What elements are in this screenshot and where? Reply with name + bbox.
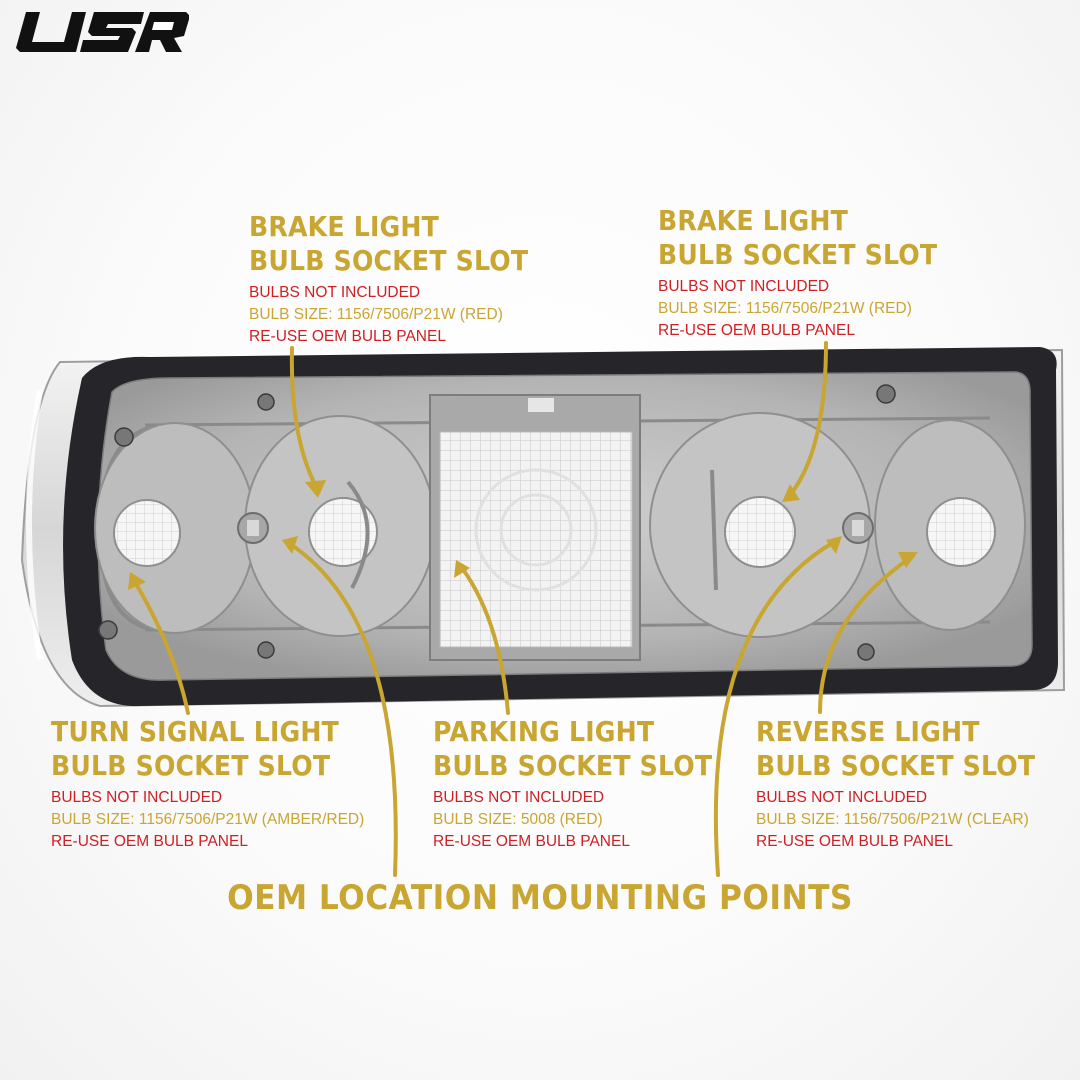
callout-bulb-size: BULB SIZE: 1156/7506/P21W (AMBER/RED) (51, 811, 365, 828)
arrow-brake-right (788, 341, 828, 497)
arrow-reverse (818, 556, 912, 714)
callout-title-line2: BULB SOCKET SLOT (756, 749, 1036, 782)
callout-bulb-size: BULB SIZE: 1156/7506/P21W (RED) (249, 306, 503, 323)
callout-bulb-size: BULB SIZE: 1156/7506/P21W (CLEAR) (756, 811, 1029, 828)
callout-title-line2: BULB SOCKET SLOT (433, 749, 713, 782)
callout-brake-left: BRAKE LIGHT BULB SOCKET SLOT BULBS NOT I… (249, 213, 559, 351)
usr-logo (16, 12, 189, 52)
callout-title-line1: BRAKE LIGHT (249, 210, 440, 243)
callout-panel-note: RE-USE OEM BULB PANEL (433, 833, 630, 850)
callout-panel-note: RE-USE OEM BULB PANEL (756, 833, 953, 850)
callout-reverse: REVERSE LIGHT BULB SOCKET SLOT BULBS NOT… (756, 718, 1066, 856)
callout-turn-signal: TURN SIGNAL LIGHT BULB SOCKET SLOT BULBS… (51, 718, 371, 856)
callout-title-line2: BULB SOCKET SLOT (51, 749, 331, 782)
arrow-turn-signal (133, 580, 190, 715)
callout-bulb-size: BULB SIZE: 5008 (RED) (433, 811, 603, 828)
callout-bulbs-note: BULBS NOT INCLUDED (51, 789, 223, 806)
callout-panel-note: RE-USE OEM BULB PANEL (658, 322, 855, 339)
arrow-mount-left (288, 542, 398, 877)
callout-bulb-size: BULB SIZE: 1156/7506/P21W (RED) (658, 300, 912, 317)
callout-brake-right: BRAKE LIGHT BULB SOCKET SLOT BULBS NOT I… (658, 207, 968, 345)
mounting-points-label: OEM LOCATION MOUNTING POINTS (227, 878, 853, 918)
arrow-brake-left (289, 346, 320, 492)
callout-title-line1: REVERSE LIGHT (756, 715, 980, 748)
callout-panel-note: RE-USE OEM BULB PANEL (51, 833, 248, 850)
callout-title-line1: PARKING LIGHT (433, 715, 655, 748)
callout-bulbs-note: BULBS NOT INCLUDED (756, 789, 928, 806)
arrow-parking (460, 566, 510, 715)
callout-bulbs-note: BULBS NOT INCLUDED (433, 789, 605, 806)
callout-title-line2: BULB SOCKET SLOT (249, 244, 529, 277)
callout-parking: PARKING LIGHT BULB SOCKET SLOT BULBS NOT… (433, 718, 743, 856)
callout-title-line1: BRAKE LIGHT (658, 204, 849, 237)
callout-bulbs-note: BULBS NOT INCLUDED (658, 278, 830, 295)
callout-bulbs-note: BULBS NOT INCLUDED (249, 284, 421, 301)
callout-title-line2: BULB SOCKET SLOT (658, 238, 938, 271)
callout-panel-note: RE-USE OEM BULB PANEL (249, 328, 446, 345)
arrow-mount-right (713, 540, 836, 877)
callout-title-line1: TURN SIGNAL LIGHT (51, 715, 340, 748)
